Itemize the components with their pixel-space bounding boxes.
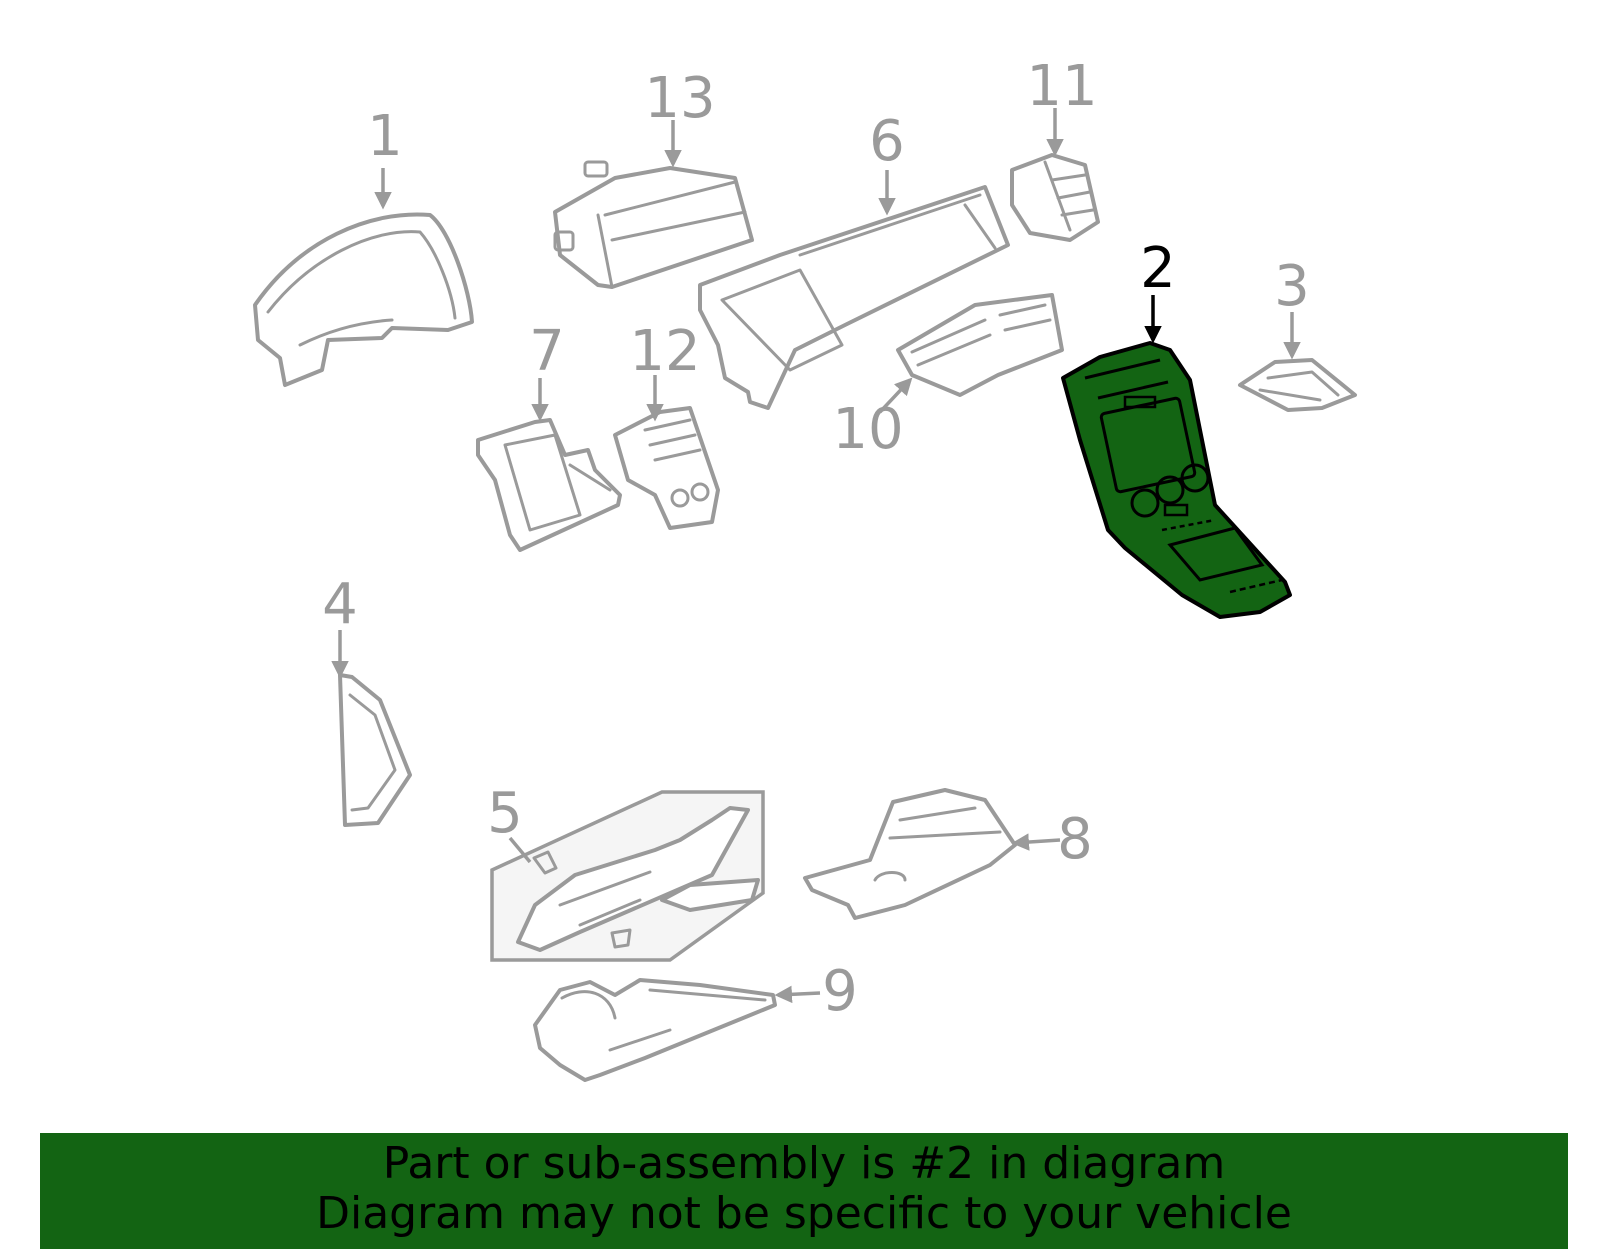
callout-13: 13 [644, 66, 715, 131]
part-12-vent-switch-panel[interactable] [613, 406, 720, 530]
part-9-lower-panel[interactable] [533, 978, 777, 1082]
part-2-center-console-trim[interactable] [1061, 341, 1292, 619]
callout-3: 3 [1274, 254, 1310, 319]
info-banner: Part or sub-assembly is #2 in diagram Di… [40, 1133, 1568, 1249]
callout-11: 11 [1026, 54, 1097, 119]
callout-6: 6 [869, 109, 905, 174]
part-7-switch-bezel[interactable] [476, 418, 622, 552]
callout-2: 2 [1140, 236, 1176, 301]
leader-8 [1011, 833, 1061, 851]
callout-10: 10 [832, 397, 903, 462]
part-6-instrument-panel[interactable] [698, 185, 1010, 410]
part-4-end-cap[interactable] [338, 673, 412, 827]
callout-5: 5 [487, 781, 523, 846]
callout-4: 4 [322, 572, 358, 637]
banner-line-2: Diagram may not be specific to your vehi… [316, 1188, 1292, 1239]
callout-12: 12 [629, 319, 700, 384]
leader-5 [508, 836, 532, 864]
callout-9: 9 [822, 959, 858, 1024]
banner-line-1: Part or sub-assembly is #2 in diagram [382, 1138, 1226, 1189]
part-13-airbag-module[interactable] [553, 160, 754, 289]
leader-9 [774, 985, 821, 1004]
part-3-trim-plate[interactable] [1238, 358, 1357, 412]
part-11-side-vent[interactable] [1010, 153, 1100, 242]
callout-7: 7 [529, 319, 565, 384]
part-5-glove-box-assembly[interactable] [490, 790, 765, 962]
leader-10 [878, 377, 913, 414]
part-10-center-vent[interactable] [896, 293, 1064, 397]
part-1-cluster-bezel[interactable] [253, 212, 474, 387]
part-8-lower-trim-panel[interactable] [803, 788, 1017, 920]
callout-8: 8 [1057, 807, 1093, 872]
callout-1: 1 [367, 104, 403, 169]
